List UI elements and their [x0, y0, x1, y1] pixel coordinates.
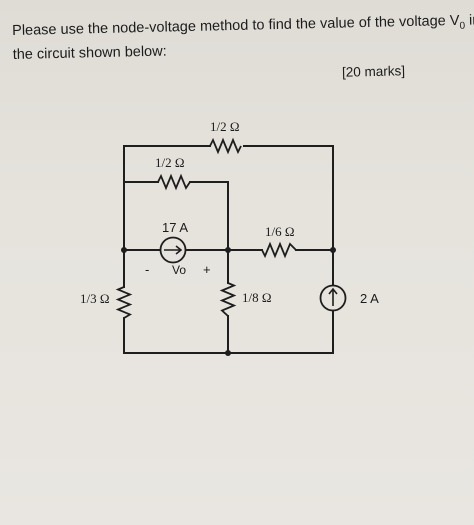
resistor-center — [219, 282, 237, 317]
resistor-top — [209, 137, 242, 155]
label-vo: Vo — [172, 263, 186, 277]
node-dot-left — [121, 247, 127, 253]
label-r-upper: 1/2 Ω — [155, 155, 185, 170]
label-r-top: 1/2 Ω — [210, 119, 240, 134]
label-vo-minus: - — [145, 262, 149, 277]
label-src-2a: 2 A — [360, 291, 379, 306]
label-src-17a: 17 A — [162, 220, 188, 235]
label-vo-plus: + — [203, 262, 211, 277]
label-r-center: 1/8 Ω — [242, 290, 272, 305]
resistor-upper — [157, 173, 191, 191]
arrow-up-icon — [328, 287, 338, 306]
wire-upper-branch — [123, 181, 229, 251]
current-source-17a — [159, 236, 187, 264]
arrow-right-icon — [164, 245, 183, 255]
resistor-right — [261, 241, 297, 259]
current-source-2a — [319, 284, 347, 312]
label-r-left: 1/3 Ω — [80, 291, 110, 306]
label-r-right: 1/6 Ω — [265, 224, 295, 239]
resistor-left — [115, 286, 133, 319]
